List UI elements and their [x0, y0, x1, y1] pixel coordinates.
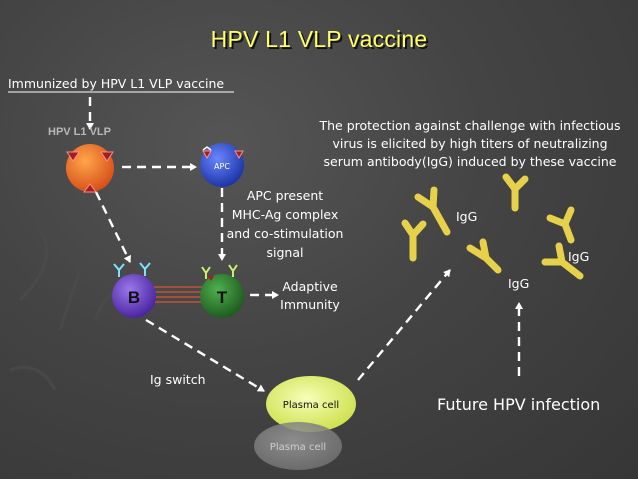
immunized-label: Immunized by HPV L1 VLP vaccine	[8, 76, 225, 91]
plasma-cell-reflection-icon	[254, 422, 342, 470]
bt-contact-lines	[150, 286, 206, 303]
protection-line: The protection against challenge with in…	[319, 118, 621, 133]
apc-present-line: and co-stimulation	[226, 226, 344, 241]
protection-line: serum antibody(IgG) induced by these vac…	[323, 154, 617, 169]
antibody-icon	[502, 173, 529, 212]
b-cell-label: B	[128, 288, 140, 307]
plasma-cell-reflection-label: Plasma cell	[270, 442, 326, 453]
adaptive-immunity-text: Adaptive Immunity	[270, 278, 350, 314]
protection-text: The protection against challenge with in…	[300, 117, 638, 171]
protection-line: virus is elicited by high titers of neut…	[332, 136, 608, 151]
antibody-icon	[541, 242, 584, 280]
arrow-vlp-to-b	[94, 191, 132, 263]
plasma-cell-icon	[266, 376, 356, 432]
vlp-label: HPV L1 VLP	[48, 126, 111, 138]
arrows	[86, 97, 523, 393]
igg-label: IgG	[568, 249, 590, 264]
background-decoration	[9, 229, 132, 391]
ig-switch-label: Ig switch	[150, 372, 206, 387]
adaptive-line: Adaptive	[282, 279, 338, 294]
igg-label: IgG	[508, 276, 530, 291]
apc-present-line: MHC-Ag complex	[231, 207, 339, 222]
antibody-icon	[401, 219, 427, 262]
future-infection-label: Future HPV infection	[437, 395, 601, 414]
slide-title: HPV L1 VLP vaccine	[210, 26, 428, 52]
antibodies	[401, 173, 584, 280]
arrow-plasma-to-igg	[357, 269, 451, 381]
antibody-icon	[414, 186, 451, 236]
b-cell-icon	[112, 262, 156, 318]
plasma-cell-label: Plasma cell	[283, 400, 339, 411]
vlp-particle-icon	[66, 144, 114, 193]
antibody-icon	[546, 206, 575, 244]
antibody-icon	[466, 238, 502, 274]
apc-label: APC	[214, 162, 230, 171]
adaptive-line: Immunity	[280, 297, 340, 312]
apc-present-line: APC present	[246, 188, 324, 203]
t-cell-icon	[200, 264, 244, 318]
igg-label: IgG	[456, 209, 478, 224]
apc-present-text: APC present MHC-Ag complex and co-stimul…	[221, 186, 349, 262]
apc-cell-icon	[200, 143, 244, 187]
t-cell-label: T	[217, 288, 228, 307]
arrow-b-to-plasma	[145, 318, 265, 393]
apc-present-line: signal	[266, 245, 304, 260]
